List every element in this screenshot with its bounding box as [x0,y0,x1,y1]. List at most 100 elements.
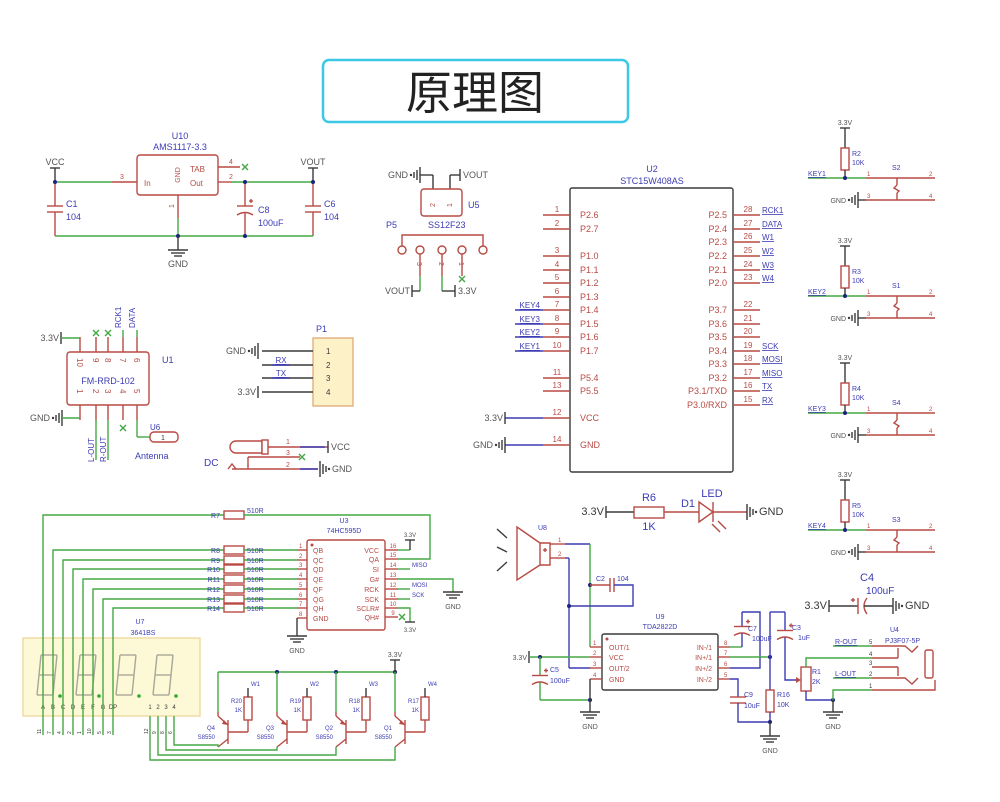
res510-0-ref-label: R7 [211,513,220,520]
segment [168,674,172,696]
res510-5-ref-label: R12 [207,587,220,594]
no-connect-mark [119,424,127,432]
u2-left-12-num-label: 12 [553,408,562,417]
c4-val-label: 100uF [866,586,894,597]
decimal-point [97,694,101,698]
segment-resistor [223,584,245,594]
u2-left-9-num-label: 10 [553,341,562,350]
u10-pin-out-label: 2 [229,174,233,181]
transistor-collector [394,738,406,748]
u3-right-0-num-label: 16 [390,544,397,550]
u3-left-7-num-label: 8 [299,612,303,618]
res510-4-val-label: 510R [247,577,264,584]
power-net-label: VCC [331,442,351,452]
u2-right-1-net-label: DATA [762,220,783,229]
drivers-0-r-val-label: 1K [235,708,242,714]
wire [157,716,337,756]
u2-right-0-net-label: RCK1 [762,206,784,215]
u2-left-8-net-label: KEY2 [520,328,541,337]
u9-right-0-name-label: IN-/1 [697,645,712,652]
light-arrow-icon [711,523,721,533]
u3-body [306,539,386,631]
keys-0-pins-3-label: 4 [929,194,933,200]
u8-pins-1-label: 2 [558,552,562,558]
keys-1-net-label: KEY2 [808,289,826,296]
u2-left-7-net-label: KEY3 [520,315,541,324]
pin1-marker [310,543,314,547]
transistor-collector [217,738,229,748]
u6-pin-label: 1 [161,435,165,442]
wire [52,549,224,735]
c9-ref-label: C9 [744,692,753,699]
keys-3-pins-2-label: 3 [867,546,871,552]
drivers-3-r-label: R17 [408,699,420,705]
decimal-point [137,694,141,698]
u2-left-10-name-label: P5.4 [580,373,599,383]
u2-left-4-name-label: P1.2 [580,278,599,288]
p1-nets-1-label: RX [275,356,287,365]
dc-jack-contact [227,462,237,470]
u4-net-lout-label: L-OUT [835,671,857,678]
c9-val-label: 10uF [744,703,760,710]
u9-left-1-name-label: VCC [609,655,624,662]
gnd-net-label: GND [388,170,409,180]
gnd-net-label: GND [582,724,598,731]
p5-pins-0-label: 3 [415,262,422,266]
u3-right-4-name-label: RCK [364,587,379,594]
keys-2-net-label: KEY3 [808,406,826,413]
res510-7-ref-label: R14 [207,606,220,613]
drivers-1-r-val-label: 1K [294,708,301,714]
drivers-2-r-val-label: 1K [353,708,360,714]
ground-icon [847,550,851,554]
u2-right-13-num-label: 15 [744,395,753,404]
u10-ref-label: U10 [172,131,189,141]
wire [92,588,224,735]
u1-bottom-pins-3-label: 4 [118,389,127,394]
pullup-resistor [840,265,850,289]
p1-pins-1-label: 2 [326,361,331,370]
u10-pin-tab-label: 4 [229,159,233,166]
u9-left-0-name-label: OUT/1 [609,645,630,652]
drivers-2-q-part-label: S8550 [316,735,334,741]
dc-ref-label: DC [204,458,218,469]
wire [730,678,739,688]
ground-icon [900,604,904,608]
u2-left-3-num-label: 4 [555,260,560,269]
drivers-2-net-label: W3 [369,682,379,688]
u7-seg-pins-1-label: 7 [47,731,53,734]
u1-bottom-pins-1-label: 2 [91,389,100,394]
drivers-1-q-label: Q3 [266,726,275,732]
u3-left-6-name-label: QH [313,606,324,613]
u2-left-7-num-label: 8 [555,314,560,323]
drivers-0-r-label: R20 [231,699,243,705]
u2-right-7-num-label: 21 [744,314,753,323]
res510-5-val-label: 510R [247,587,264,594]
u6-body [149,431,179,443]
u2-left-8-num-label: 9 [555,327,560,336]
base-resistor [420,696,430,721]
drivers-3-q-label: Q1 [384,726,393,732]
gnd-net-label: GND [905,600,930,612]
u2-right-5-name-label: P2.0 [708,278,727,288]
u1-net-data-label: DATA [128,307,137,328]
capacitor-plate-curved [531,681,549,686]
c2-ref-label: C2 [596,576,605,583]
u3-right-3-num-label: 13 [390,573,397,579]
segment [133,654,137,676]
ground-icon [409,173,413,177]
u2-left-13-name-label: GND [580,440,601,450]
segment [154,654,158,676]
u1-top-pins-1-label: 9 [91,358,100,363]
u2-left-0-name-label: P2.6 [580,210,599,220]
u9-right-3-name-label: IN-/2 [697,677,712,684]
u9-left-0-num-label: 1 [593,641,597,647]
ground-icon [494,443,498,447]
res510-2-ref-label: R9 [211,558,220,565]
u9-right-0-num-label: 8 [724,641,728,647]
segment [115,674,119,696]
u1-net-rck-label: RCK1 [114,306,123,328]
switch-icon [892,302,901,312]
transistor-collector [335,738,347,748]
power-net-label: 3.3V [838,238,853,245]
